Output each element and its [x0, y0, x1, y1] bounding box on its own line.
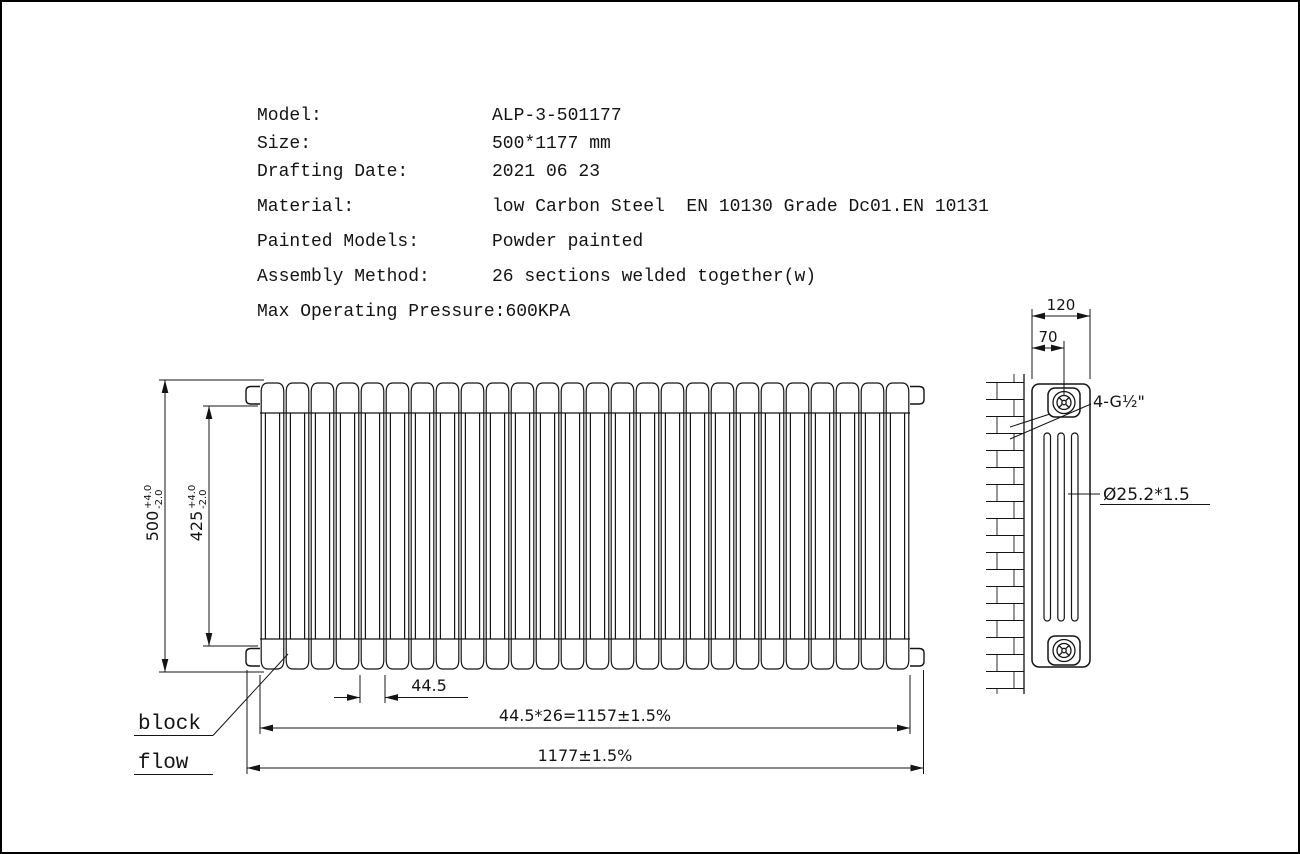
spec-label: Assembly Method:	[257, 267, 430, 287]
dimension-lines-side	[1009, 309, 1210, 505]
spec-value: 600KPA	[505, 302, 571, 322]
spec-label: Max Operating Pressure:	[257, 302, 506, 322]
block-flow-label-line1: block	[138, 713, 201, 736]
dim-height-total-value: 500	[143, 511, 162, 542]
spec-value: 26 sections welded together(w)	[492, 267, 817, 287]
spec-value: 2021 06 23	[492, 162, 601, 182]
dim-height-inner-tol-minus: -2.0	[198, 489, 209, 509]
side-view: 120 70 4-G½" Ø25.2*1.5	[986, 296, 1210, 694]
dimension-lines-front	[134, 379, 924, 775]
connector-bottom-right	[910, 647, 925, 667]
dim-height-total-label: 500 +4.0 -2.0	[143, 485, 165, 542]
connector-top-right	[910, 385, 925, 405]
dim-depth-label: 120	[1047, 296, 1076, 314]
spec-row: Size: 500*1177 mm	[257, 130, 989, 158]
spec-label: Size:	[257, 134, 312, 154]
spec-value: Powder painted	[492, 232, 644, 252]
spec-row: Painted Models: Powder painted	[257, 228, 989, 256]
spec-row: Drafting Date: 2021 06 23	[257, 158, 989, 186]
dim-height-inner-value: 425	[187, 511, 206, 542]
dim-height-inner-tol-plus: +4.0	[187, 485, 198, 509]
dim-height-inner-label: 425 +4.0 -2.0	[187, 485, 209, 542]
tube-spec-label: Ø25.2*1.5	[1103, 485, 1190, 505]
radiator-body	[260, 380, 910, 672]
thread-leader-line	[1009, 403, 1092, 440]
connector-bottom-left	[245, 647, 260, 667]
spec-row: Material: low Carbon Steel EN 10130 Grade…	[257, 193, 989, 221]
bottom-fitting	[1052, 638, 1076, 663]
dim-section-width-label: 44.5	[411, 676, 447, 695]
spec-label: Model:	[257, 106, 322, 126]
wall-hatch	[986, 374, 1024, 694]
spec-value: low Carbon Steel EN 10130 Grade Dc01.EN …	[492, 197, 989, 217]
dim-height-total-tol-minus: -2.0	[154, 489, 165, 509]
spec-value: ALP-3-501177	[492, 106, 622, 126]
spec-row: Max Operating Pressure:600KPA	[257, 298, 989, 326]
spec-label: Material:	[257, 197, 355, 217]
thread-leader-line2	[1009, 413, 1051, 428]
pipe-connectors	[245, 385, 925, 667]
block-flow-leader-line	[212, 653, 289, 736]
dim-height-total-tol-plus: +4.0	[143, 485, 154, 509]
front-view: 500 +4.0 -2.0 425 +4.0 -2.0 44.5 44.5*26…	[134, 379, 925, 775]
spec-value: 500*1177 mm	[492, 134, 611, 154]
spec-label: Painted Models:	[257, 232, 420, 252]
connector-top-left	[245, 385, 260, 405]
thread-spec-label: 4-G½"	[1093, 392, 1145, 411]
side-profile	[1031, 383, 1091, 668]
dim-overall-width-label: 1177±1.5%	[538, 746, 633, 765]
spec-table: Model: ALP-3-501177 Size: 500*1177 mm Draf…	[257, 102, 989, 326]
dim-pipe-offset-label: 70	[1038, 328, 1057, 346]
block-flow-label-line2: flow	[138, 752, 189, 775]
dim-sections-total-label: 44.5*26=1157±1.5%	[499, 706, 671, 725]
spec-row: Assembly Method: 26 sections welded toget…	[257, 263, 989, 291]
spec-label: Drafting Date:	[257, 162, 409, 182]
spec-row: Model: ALP-3-501177	[257, 102, 989, 130]
column-slots	[1043, 432, 1079, 622]
